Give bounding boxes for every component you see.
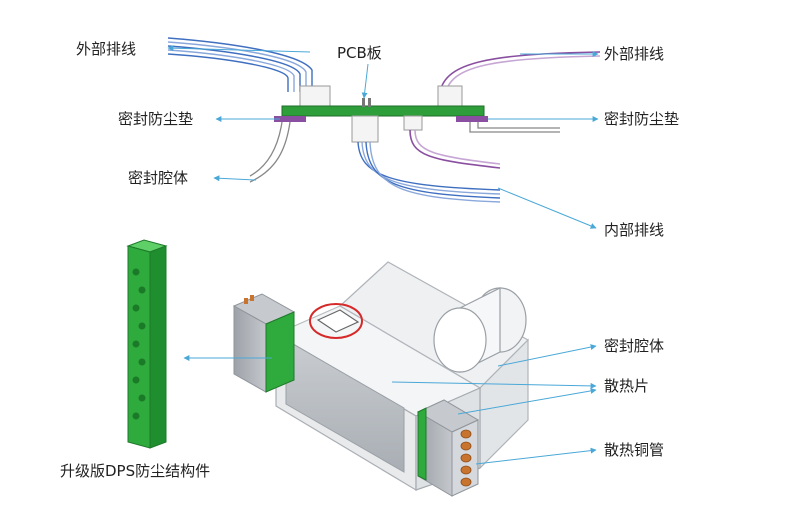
dps-structural-part [126,239,168,449]
seal-pad-left [274,116,306,122]
fan-cylinder [433,287,527,373]
outer-wire-right [439,51,601,93]
pcb-pin [362,98,365,107]
seal-cavity-wall [249,121,560,183]
inner-wire-purple [409,129,501,169]
copper-pipe-block [416,399,480,497]
pcb-assembly [167,37,601,203]
cavity-window [316,309,360,333]
copper-pipe [460,429,472,487]
pcb-board [281,105,485,117]
label-outer-wire-right: 外部排线 [604,45,665,63]
connector-bottom-right [403,115,423,131]
label-seal-pad-right: 密封防尘垫 [604,110,680,128]
highlight-circle [309,303,363,339]
inner-wire [357,141,501,203]
pcb-pin [368,98,371,107]
label-dps-part: 升级版DPS防尘结构件 [60,462,211,480]
arrow-outer-wire-left [167,45,311,53]
arrow-copper-pipe [475,447,597,465]
label-pcb: PCB板 [337,44,382,62]
arrow-heatsink-a [391,381,597,389]
dps-mount-left [232,293,296,393]
arrow-inner-wire [497,187,597,229]
connector-bottom-left [351,115,379,143]
arrow-seal-cavity-bottom [497,344,597,367]
label-seal-cavity-bottom: 密封腔体 [604,337,665,355]
seal-pad-right [456,116,488,122]
arrow-heatsink-b [457,387,597,415]
arrow-seal-cavity-top [213,175,257,182]
outer-wire-left [167,37,313,92]
label-copper-pipe: 散热铜管 [604,441,665,459]
label-seal-pad-left: 密封防尘垫 [118,110,194,128]
label-seal-cavity-top: 密封腔体 [128,169,189,187]
label-inner-wire: 内部排线 [604,221,665,239]
arrow-pcb [361,63,369,99]
cavity-assembly [232,261,529,497]
leader-arrows [167,45,599,465]
label-outer-wire-left: 外部排线 [76,40,137,58]
label-heatsink: 散热片 [604,377,650,395]
